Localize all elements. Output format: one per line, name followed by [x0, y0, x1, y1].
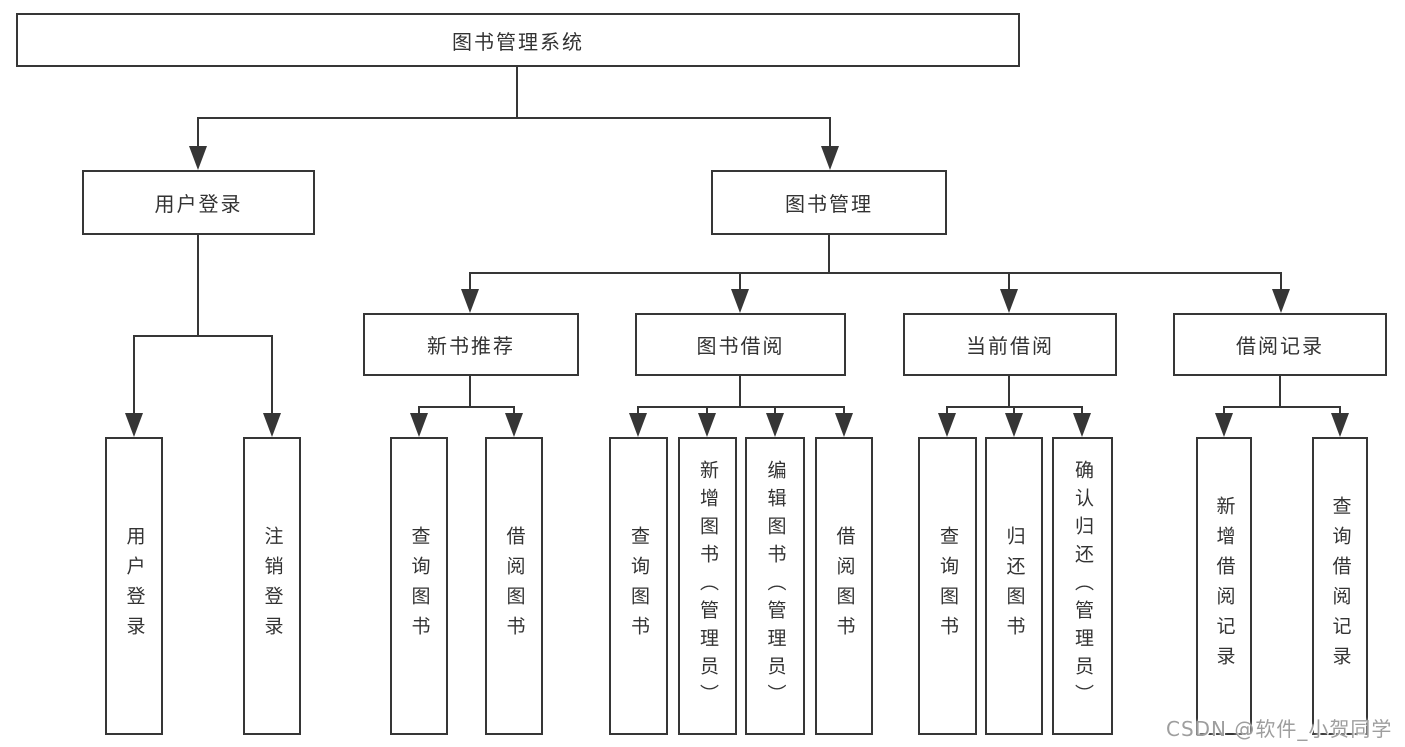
connector-line — [418, 406, 420, 415]
arrowhead-down-icon — [189, 146, 207, 170]
leaf-label: 查询图书 — [628, 526, 650, 646]
leaf-label: 新增借阅记录 — [1213, 496, 1236, 676]
connector-line — [1008, 376, 1010, 407]
arrowhead-down-icon — [698, 413, 716, 437]
arrowhead-down-icon — [835, 413, 853, 437]
connector-line — [706, 406, 708, 415]
leaf-return-book: 归还图书 — [985, 437, 1043, 735]
arrowhead-down-icon — [766, 413, 784, 437]
leaf-query-books-borrow: 查询图书 — [609, 437, 668, 735]
connector-line — [1223, 406, 1341, 408]
arrowhead-down-icon — [410, 413, 428, 437]
connector-line — [1280, 272, 1282, 291]
connector-line — [1081, 406, 1083, 415]
arrowhead-down-icon — [461, 289, 479, 313]
leaf-label: 查询图书 — [408, 526, 431, 646]
leaf-label: 新增图书（管理员） — [697, 460, 719, 712]
leaf-edit-book-admin: 编辑图书（管理员） — [745, 437, 805, 735]
leaf-query-borrow-record: 查询借阅记录 — [1312, 437, 1368, 735]
connector-line — [774, 406, 776, 415]
arrowhead-down-icon — [731, 289, 749, 313]
arrowhead-down-icon — [1272, 289, 1290, 313]
connector-line — [469, 376, 471, 407]
connector-line — [469, 272, 471, 291]
arrowhead-down-icon — [1331, 413, 1349, 437]
connector-line — [513, 406, 515, 415]
leaf-label: 注销登录 — [261, 526, 284, 646]
node-current-borrow: 当前借阅 — [903, 313, 1117, 376]
leaf-confirm-return-admin: 确认归还（管理员） — [1052, 437, 1113, 735]
connector-line — [828, 235, 830, 274]
csdn-watermark: CSDN @软件_小贺同学 — [1166, 717, 1393, 741]
arrowhead-down-icon — [505, 413, 523, 437]
node-user-login: 用户登录 — [82, 170, 315, 235]
leaf-add-book-admin: 新增图书（管理员） — [678, 437, 737, 735]
arrowhead-down-icon — [125, 413, 143, 437]
node-borrow-records: 借阅记录 — [1173, 313, 1387, 376]
connector-line — [1013, 406, 1015, 415]
node-book-borrow: 图书借阅 — [635, 313, 846, 376]
node-label: 当前借阅 — [966, 334, 1054, 358]
arrowhead-down-icon — [1000, 289, 1018, 313]
node-root-system: 图书管理系统 — [16, 13, 1020, 67]
connector-line — [843, 406, 845, 415]
arrowhead-down-icon — [629, 413, 647, 437]
connector-line — [1223, 406, 1225, 415]
connector-line — [1339, 406, 1341, 415]
arrowhead-down-icon — [1215, 413, 1233, 437]
connector-line — [1279, 376, 1281, 407]
arrowhead-down-icon — [263, 413, 281, 437]
node-label: 新书推荐 — [427, 334, 515, 358]
node-book-management: 图书管理 — [711, 170, 947, 235]
connector-line — [133, 335, 135, 415]
connector-line — [197, 117, 831, 119]
connector-line — [637, 406, 639, 415]
arrowhead-down-icon — [938, 413, 956, 437]
node-label: 图书管理 — [785, 192, 873, 216]
leaf-query-books-current: 查询图书 — [918, 437, 977, 735]
leaf-label: 确认归还（管理员） — [1072, 460, 1094, 712]
leaf-logout: 注销登录 — [243, 437, 301, 735]
connector-line — [1008, 272, 1010, 291]
leaf-label: 借阅图书 — [503, 526, 526, 646]
leaf-label: 用户登录 — [123, 526, 146, 646]
connector-line — [197, 117, 199, 148]
connector-line — [946, 406, 948, 415]
connector-line — [637, 406, 845, 408]
leaf-query-books-recommend: 查询图书 — [390, 437, 448, 735]
node-new-book-recommend: 新书推荐 — [363, 313, 579, 376]
arrowhead-down-icon — [821, 146, 839, 170]
connector-line — [739, 272, 741, 291]
node-label: 图书借阅 — [696, 334, 785, 358]
node-label: 借阅记录 — [1236, 334, 1324, 358]
leaf-label: 借阅图书 — [833, 526, 856, 646]
leaf-label: 查询图书 — [937, 526, 959, 646]
node-label: 图书管理系统 — [452, 29, 584, 54]
connector-line — [133, 335, 273, 337]
connector-line — [516, 67, 518, 118]
node-label: 用户登录 — [154, 192, 243, 216]
connector-line — [197, 235, 199, 337]
connector-line — [418, 406, 515, 408]
arrowhead-down-icon — [1005, 413, 1023, 437]
arrowhead-down-icon — [1073, 413, 1091, 437]
leaf-add-borrow-record: 新增借阅记录 — [1196, 437, 1252, 735]
leaf-label: 编辑图书（管理员） — [764, 460, 787, 712]
leaf-label: 查询借阅记录 — [1329, 496, 1352, 676]
leaf-user-login: 用户登录 — [105, 437, 163, 735]
connector-line — [739, 376, 741, 407]
connector-line — [469, 272, 1282, 274]
leaf-borrow-books-borrow: 借阅图书 — [815, 437, 873, 735]
leaf-label: 归还图书 — [1003, 526, 1026, 646]
leaf-borrow-books-recommend: 借阅图书 — [485, 437, 543, 735]
connector-line — [829, 117, 831, 148]
connector-line — [271, 335, 273, 415]
